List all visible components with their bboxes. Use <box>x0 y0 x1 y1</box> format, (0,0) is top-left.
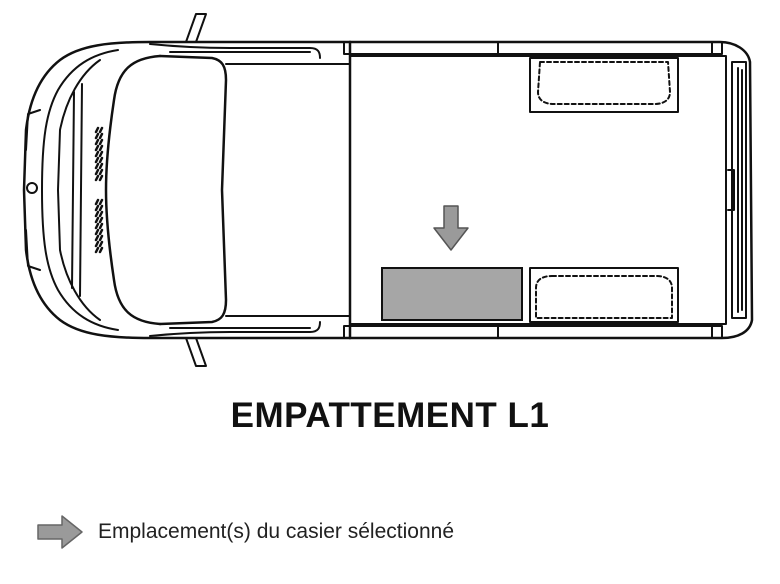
legend: Emplacement(s) du casier sélectionné <box>36 514 454 550</box>
selected-locker-position <box>381 267 523 321</box>
front-vent-lower <box>94 198 104 254</box>
van-top-view-diagram <box>22 13 754 367</box>
diagram-title: EMPATTEMENT L1 <box>230 396 550 435</box>
left-mirror <box>185 13 207 43</box>
van-cab <box>22 13 352 367</box>
front-vent-upper <box>94 126 104 182</box>
rear-doors <box>727 61 747 319</box>
arrow-right-icon <box>37 515 83 549</box>
right-mirror <box>185 337 207 367</box>
legend-label: Emplacement(s) du casier sélectionné <box>98 520 454 543</box>
van-cargo-area <box>343 40 754 340</box>
locker-top-right <box>529 57 679 113</box>
selected-locker-arrow-icon <box>433 205 469 251</box>
locker-bottom-right <box>529 267 679 323</box>
